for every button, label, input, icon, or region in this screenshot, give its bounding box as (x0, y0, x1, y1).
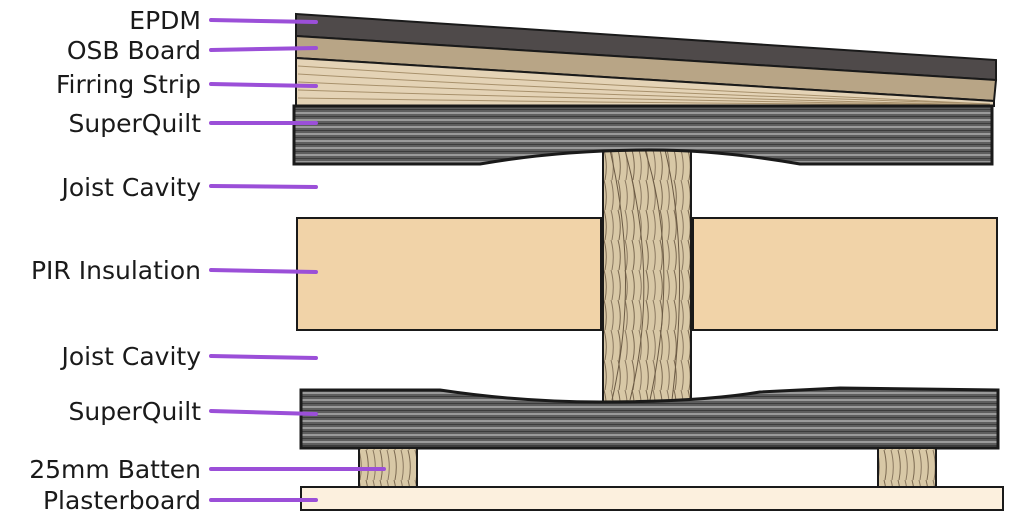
label-pir-insulation: PIR Insulation (31, 256, 201, 285)
leader-osb-board (209, 46, 318, 52)
label-epdm: EPDM (129, 6, 201, 35)
firring-strip-layer (295, 56, 995, 107)
label-batten: 25mm Batten (29, 455, 201, 484)
leader-lines (209, 18, 386, 502)
firring-strip-grain (297, 65, 991, 106)
batten-right (877, 447, 937, 488)
label-superquilt-bottom: SuperQuilt (69, 397, 202, 426)
layer-labels: EPDM OSB Board Firring Strip SuperQuilt … (29, 6, 201, 515)
label-plasterboard: Plasterboard (43, 486, 201, 515)
superquilt-top-layer (292, 104, 994, 166)
leader-joist-cavity-bottom (209, 354, 318, 360)
plasterboard-layer (300, 486, 1004, 511)
label-joist-cavity-top: Joist Cavity (59, 173, 201, 202)
pir-insulation-left (296, 217, 602, 331)
label-firring-strip: Firring Strip (56, 70, 201, 99)
label-osb-board: OSB Board (67, 36, 201, 65)
leader-joist-cavity-top (209, 184, 318, 189)
superquilt-bottom-layer (299, 386, 1000, 450)
leader-pir-insulation (209, 268, 318, 274)
timber-joist-grain (609, 149, 681, 401)
leader-epdm (209, 18, 318, 24)
leader-firring-strip (209, 82, 318, 88)
label-superquilt-top: SuperQuilt (69, 109, 202, 138)
leader-superquilt-bottom (209, 409, 318, 416)
label-joist-cavity-bottom: Joist Cavity (59, 342, 201, 371)
timber-joist (602, 147, 692, 403)
pir-insulation-right (692, 217, 998, 331)
